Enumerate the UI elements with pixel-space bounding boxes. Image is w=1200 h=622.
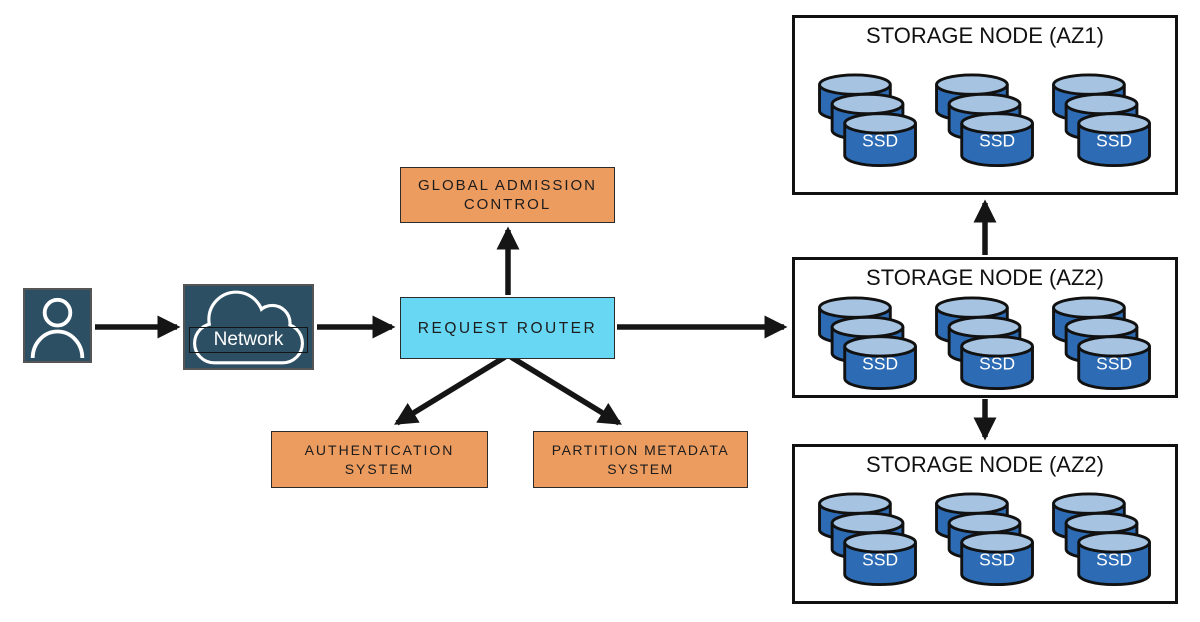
ssd-stack: SSD bbox=[818, 492, 917, 587]
network-node: Network bbox=[183, 284, 314, 370]
authentication-line2: SYSTEM bbox=[344, 460, 415, 477]
authentication-line1: AUTHENTICATION bbox=[304, 441, 455, 458]
ssd-label: SSD bbox=[1096, 131, 1132, 151]
storage-node-title: STORAGE NODE (AZ2) bbox=[866, 265, 1104, 290]
network-label: Network bbox=[189, 327, 308, 353]
ssd-stack: SSD bbox=[818, 73, 917, 168]
partition-metadata-line2: SYSTEM bbox=[607, 460, 674, 477]
ssd-label: SSD bbox=[979, 353, 1015, 373]
person-icon bbox=[30, 297, 85, 358]
ssd-label: SSD bbox=[979, 131, 1015, 151]
storage-node-title: STORAGE NODE (AZ2) bbox=[866, 452, 1104, 477]
partition-metadata-system-box: PARTITION METADATA SYSTEM bbox=[533, 431, 748, 488]
storage-node-az2-bottom: STORAGE NODE (AZ2) SSD SSD SSD bbox=[792, 444, 1178, 604]
ssd-stack: SSD bbox=[935, 295, 1034, 390]
ssd-stack: SSD bbox=[1052, 295, 1151, 390]
ssd-stack-row: SSD SSD SSD bbox=[795, 291, 1175, 395]
global-admission-line2: CONTROL bbox=[463, 196, 552, 213]
storage-node-az2-middle: STORAGE NODE (AZ2) SSD SSD SSD bbox=[792, 257, 1178, 398]
ssd-label: SSD bbox=[862, 353, 898, 373]
ssd-label: SSD bbox=[979, 550, 1015, 570]
ssd-stack: SSD bbox=[935, 73, 1034, 168]
ssd-stack: SSD bbox=[1052, 492, 1151, 587]
ssd-label: SSD bbox=[1096, 550, 1132, 570]
ssd-label: SSD bbox=[1096, 353, 1132, 373]
ssd-stack-row: SSD SSD SSD bbox=[795, 49, 1175, 192]
ssd-stack: SSD bbox=[935, 492, 1034, 587]
global-admission-line1: GLOBAL ADMISSION bbox=[418, 177, 597, 194]
arrow-router-to-auth bbox=[394, 354, 507, 426]
request-router-box: REQUEST ROUTER bbox=[400, 297, 615, 359]
user-node bbox=[23, 288, 92, 363]
storage-node-title: STORAGE NODE (AZ1) bbox=[866, 23, 1104, 48]
ssd-stack-row: SSD SSD SSD bbox=[795, 478, 1175, 601]
authentication-system-box: AUTHENTICATION SYSTEM bbox=[271, 431, 488, 488]
ssd-label: SSD bbox=[862, 131, 898, 151]
ssd-label: SSD bbox=[862, 550, 898, 570]
arrow-router-to-partition bbox=[509, 354, 622, 426]
storage-node-az1: STORAGE NODE (AZ1) SSD SSD SSD bbox=[792, 15, 1178, 195]
partition-metadata-line1: PARTITION METADATA bbox=[551, 441, 730, 458]
global-admission-control-box: GLOBAL ADMISSION CONTROL bbox=[400, 167, 615, 223]
ssd-stack: SSD bbox=[1052, 73, 1151, 168]
ssd-stack: SSD bbox=[818, 295, 917, 390]
request-router-label: REQUEST ROUTER bbox=[417, 319, 598, 337]
